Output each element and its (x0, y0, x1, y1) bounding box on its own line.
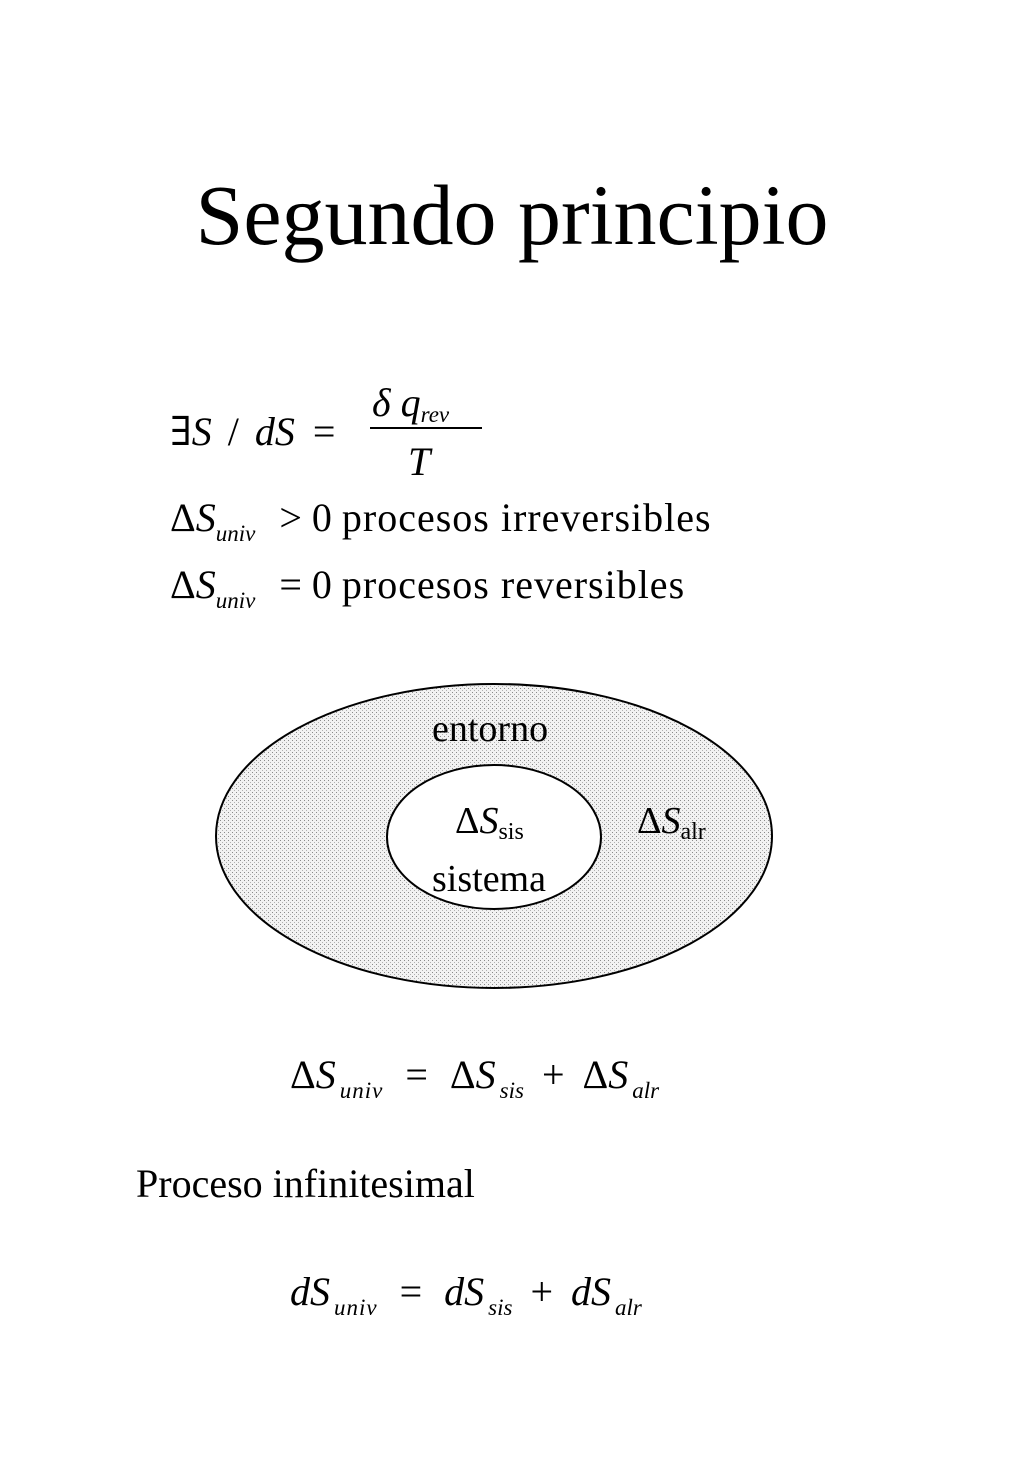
delta-symbol: Δ (290, 1052, 316, 1097)
delta-symbol: Δ (455, 800, 480, 842)
S-symbol: S (661, 800, 681, 842)
relation: > 0 (279, 495, 332, 540)
delta-lower: δ (372, 380, 391, 425)
delta-symbol: Δ (637, 800, 662, 842)
dS-symbol: dS (290, 1269, 330, 1314)
alr-subscript: alr (615, 1295, 642, 1320)
S-symbol: S (479, 800, 499, 842)
sis-subscript: sis (498, 819, 524, 845)
fraction-numerator: δ qrev (372, 380, 449, 427)
S-symbol: S (475, 1052, 496, 1097)
univ-subscript: univ (215, 588, 256, 613)
page-title: Segundo principio (195, 167, 829, 263)
condition-reversible: ΔSuniv = 0 procesos reversibles (170, 562, 686, 613)
condition-irreversible: ΔSuniv > 0 procesos irreversibles (170, 495, 712, 546)
rev-subscript: rev (420, 402, 450, 427)
section-label: Proceso infinitesimal (136, 1161, 475, 1206)
delta-symbol: Δ (170, 562, 196, 607)
delta-symbol: Δ (449, 1052, 476, 1097)
S-symbol: S (608, 1052, 629, 1097)
condition-text: procesos irreversibles (341, 495, 712, 540)
surroundings-entropy-label: ΔSalr (637, 800, 706, 844)
univ-subscript: univ (334, 1295, 378, 1320)
slash: / (227, 409, 239, 454)
plus-sign: + (541, 1052, 565, 1097)
univ-subscript: univ (215, 521, 256, 546)
alr-subscript: alr (632, 1078, 660, 1103)
dS-symbol: dS (571, 1269, 612, 1314)
condition-text: procesos reversibles (341, 562, 686, 607)
q-symbol: q (400, 380, 421, 425)
alr-subscript: alr (680, 819, 706, 845)
delta-symbol: Δ (170, 495, 196, 540)
entropy-symbol: S (191, 409, 212, 454)
equals-sign: = (399, 1269, 423, 1314)
dS-symbol: dS (444, 1269, 485, 1314)
system-label: sistema (432, 858, 546, 900)
S-symbol: S (195, 495, 216, 540)
relation: = 0 (279, 562, 332, 607)
dS-symbol: dS (254, 409, 295, 454)
S-symbol: S (195, 562, 216, 607)
fraction-bar (370, 427, 482, 429)
equals-sign: = (405, 1052, 428, 1097)
univ-subscript: univ (339, 1078, 384, 1103)
S-symbol: S (315, 1052, 336, 1097)
sis-subscript: sis (499, 1078, 524, 1103)
exists-symbol: ∃ (170, 409, 192, 454)
fraction-denominator: T (408, 439, 431, 484)
delta-symbol: Δ (582, 1052, 609, 1097)
equals-sign: = (312, 409, 336, 454)
system-entropy-label: ΔSsis (455, 800, 524, 844)
entropy-definition: ∃S / dS = (170, 412, 335, 452)
surroundings-label: entorno (432, 708, 549, 750)
sis-subscript: sis (488, 1295, 513, 1320)
plus-sign: + (530, 1269, 554, 1314)
